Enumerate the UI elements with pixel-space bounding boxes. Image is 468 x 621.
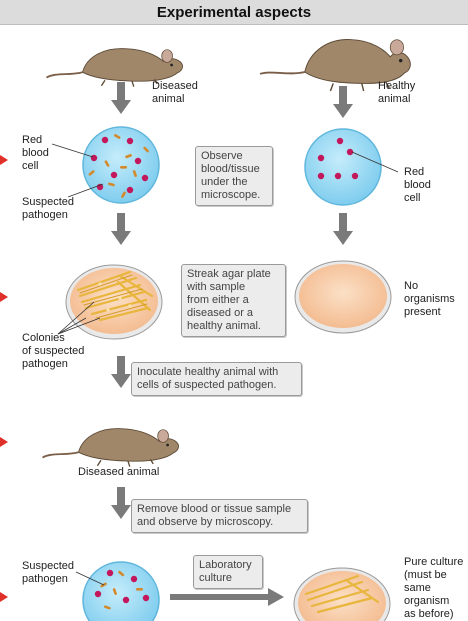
box-line: Observe (201, 150, 243, 162)
label-line: present (404, 306, 441, 318)
blood-slide-healthy (304, 128, 382, 206)
label-line: organisms (404, 293, 455, 305)
box-line: blood/tissue (201, 163, 260, 175)
label-red-blood-cell-left: Red blood cell (22, 134, 49, 173)
arrow-down-6 (111, 487, 131, 519)
box-line: Streak agar plate (187, 268, 271, 280)
box-line: and observe by microscopy. (137, 516, 274, 528)
box-line: healthy animal. (187, 320, 261, 332)
arrow-down-4 (333, 213, 353, 245)
label-line: Diseased (152, 80, 198, 92)
healthy-mouse (259, 39, 411, 92)
label-diseased-animal-top: Diseased animal (152, 80, 198, 106)
label-no-organisms: No organisms present (404, 280, 455, 319)
label-line: Colonies (22, 332, 65, 344)
box-line: with sample (187, 281, 246, 293)
label-line: blood (404, 179, 431, 191)
agar-plate-colonies (65, 264, 163, 340)
arrow-down-1 (111, 82, 131, 114)
label-line: blood (22, 147, 49, 159)
label-line: animal (378, 93, 411, 105)
label-line: pathogen (22, 573, 68, 585)
header-bar: Experimental aspects (0, 0, 468, 25)
box-observe: Observe blood/tissue under the microscop… (195, 146, 273, 206)
box-line: under the (201, 176, 248, 188)
box-line: culture (199, 572, 233, 584)
label-line: same (404, 582, 431, 594)
label-line: Red (404, 166, 425, 178)
label-line: (must be (404, 569, 447, 581)
label-line: Suspected (22, 196, 74, 208)
box-line: cells of suspected pathogen. (137, 379, 277, 391)
box-lab-culture: Laboratory culture (193, 555, 263, 589)
box-streak: Streak agar plate with sample from eithe… (181, 264, 286, 337)
label-line: Suspected (22, 560, 74, 572)
label-line: as before) (404, 608, 454, 620)
blood-slide-reexamined (82, 561, 160, 621)
box-inoculate: Inoculate healthy animal with cells of s… (131, 362, 302, 396)
step-marker-4 (0, 592, 8, 602)
label-red-blood-cell-right: Red blood cell (404, 166, 431, 205)
box-remove: Remove blood or tissue sample and observ… (131, 499, 308, 533)
step-marker-2 (0, 292, 8, 302)
label-healthy-animal: Healthy animal (378, 80, 415, 106)
label-line: pathogen (22, 209, 68, 221)
step-marker-1 (0, 155, 8, 165)
label-line: Pure culture (404, 556, 464, 568)
label-line: Healthy (378, 80, 416, 92)
label-colonies: Colonies of suspected pathogen (22, 332, 84, 371)
header-title: Experimental aspects (156, 3, 312, 21)
diseased-mouse-middle (41, 427, 180, 468)
step-marker-3 (0, 437, 8, 447)
label-diseased-animal-middle: Diseased animal (78, 466, 160, 478)
label-line: pathogen (22, 358, 68, 370)
box-line: Inoculate healthy animal with (137, 366, 279, 378)
label-line: cell (404, 192, 421, 204)
agar-plate-pure-culture (293, 567, 391, 621)
box-line: microscope. (201, 189, 261, 201)
label-line: cell (22, 160, 39, 172)
label-line: No (404, 280, 419, 292)
label-line: organism (404, 595, 450, 607)
arrow-down-5 (111, 356, 131, 388)
label-line: animal (152, 93, 185, 105)
box-line: Remove blood or tissue sample (137, 503, 292, 515)
agar-plate-empty (294, 260, 392, 334)
box-line: from either a (187, 294, 249, 306)
arrow-down-3 (111, 213, 131, 245)
arrow-down-2 (333, 86, 353, 118)
label-pure-culture: Pure culture (must be same organism as b… (404, 556, 463, 621)
box-line: Laboratory (199, 559, 252, 571)
label-suspected-pathogen-bottom: Suspected pathogen (22, 560, 74, 586)
label-suspected-pathogen-top: Suspected pathogen (22, 196, 74, 222)
box-line: diseased or a (187, 307, 254, 319)
arrow-right (170, 588, 284, 606)
blood-slide-diseased (82, 126, 160, 204)
label-line: Red (22, 134, 43, 146)
label-line: of suspected (22, 345, 85, 357)
